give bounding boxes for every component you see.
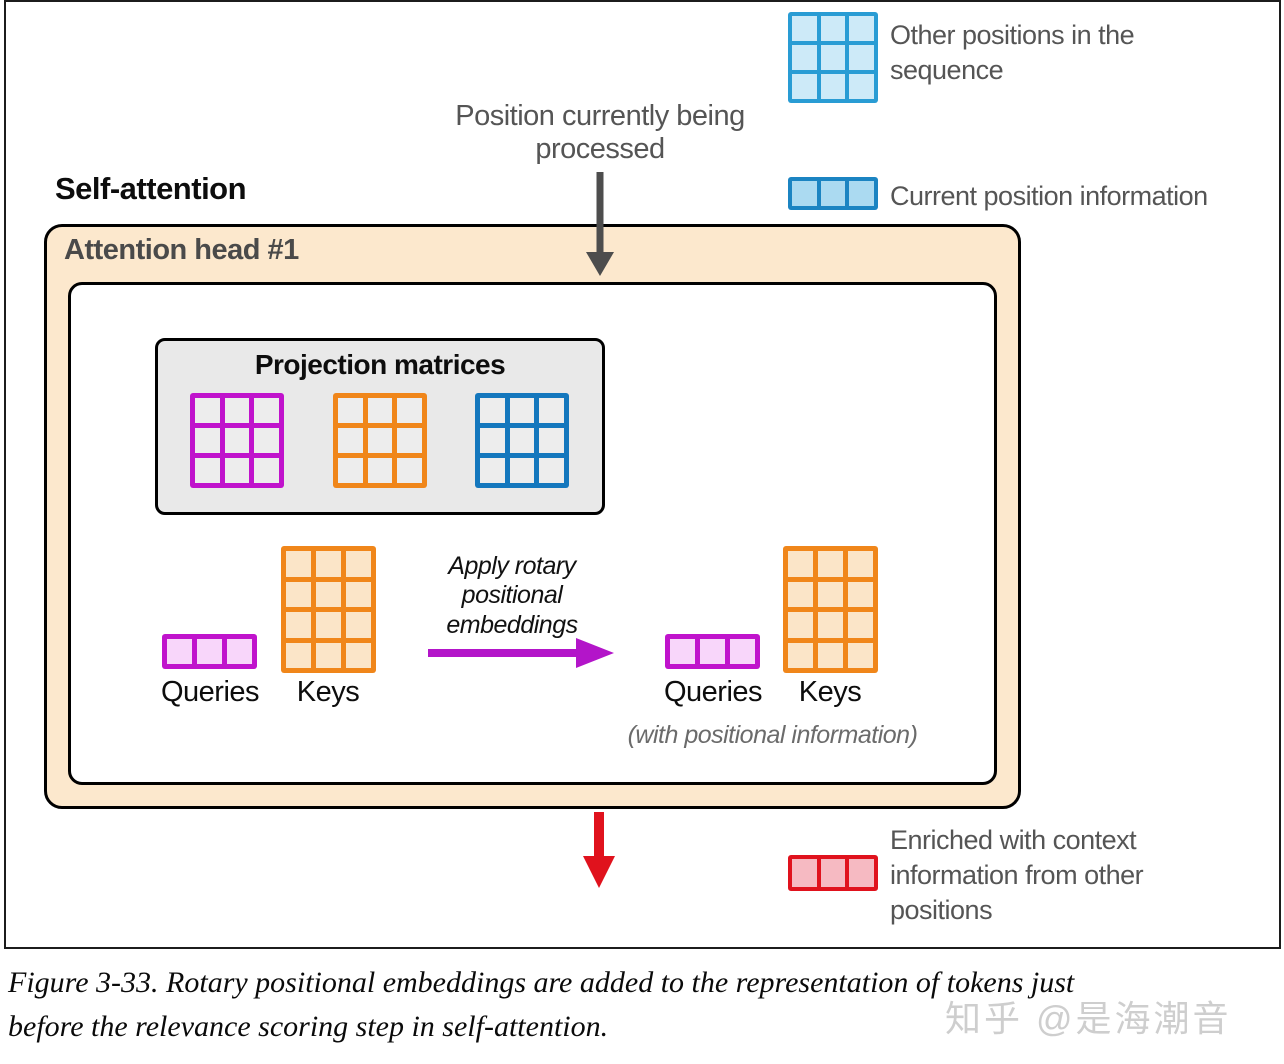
enriched-label: Enriched with context information from o…: [890, 825, 1144, 926]
projection-matrix-blue: [475, 393, 569, 488]
enriched-swatch: [788, 855, 878, 891]
position-processing-label: Position currently being processed: [455, 100, 745, 165]
with-positional-label: (with positional information): [627, 721, 918, 749]
other-positions-label: Other positions in the sequence: [890, 20, 1135, 86]
current-position-label: Current position information: [890, 181, 1208, 211]
attention-head-title: Attention head #1: [64, 234, 299, 266]
apply-rotary-label: Apply rotary positional embeddings: [446, 552, 578, 639]
queries-label-left: Queries: [160, 676, 260, 708]
rotary-right-arrow-icon: [428, 638, 614, 668]
self-attention-title: Self-attention: [55, 171, 247, 206]
projection-matrix-orange: [333, 393, 427, 488]
other-positions-swatch: [788, 12, 878, 103]
input-down-arrow-icon: [586, 172, 614, 276]
keys-label-right: Keys: [798, 676, 862, 708]
current-position-swatch: [788, 177, 878, 210]
projection-matrices-title: Projection matrices: [254, 349, 506, 380]
queries-row-right: [665, 634, 760, 669]
figure-caption-line2: before the relevance scoring step in sel…: [8, 1010, 609, 1043]
keys-matrix-left: [281, 546, 376, 673]
keys-label-left: Keys: [296, 676, 360, 708]
keys-matrix-right: [783, 546, 878, 673]
projection-matrix-magenta: [190, 393, 284, 488]
queries-row-left: [162, 634, 257, 669]
queries-label-right: Queries: [663, 676, 763, 708]
watermark: 知乎 @是海潮音: [945, 998, 1232, 1039]
output-down-arrow-icon: [583, 812, 615, 888]
figure-caption-line1: Figure 3-33. Rotary positional embedding…: [8, 966, 1075, 999]
